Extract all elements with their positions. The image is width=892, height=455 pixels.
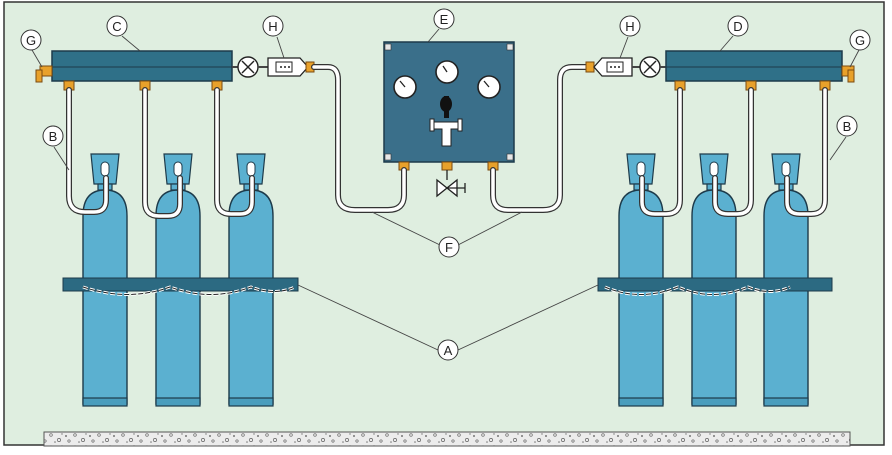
svg-text:D: D xyxy=(733,19,742,34)
label-B-right: B xyxy=(836,115,858,137)
pigtail-hoses-left xyxy=(66,87,255,219)
retaining-bar-right xyxy=(597,277,833,296)
high-pressure-hoses xyxy=(311,64,589,213)
svg-text:G: G xyxy=(26,33,36,48)
svg-text:B: B xyxy=(843,119,852,134)
svg-text:B: B xyxy=(49,129,58,144)
label-G-right: G xyxy=(849,29,871,51)
pigtail-hoses-right xyxy=(639,87,828,217)
label-B-left: B xyxy=(42,125,64,147)
svg-text:G: G xyxy=(855,33,865,48)
shutoff-valve-left xyxy=(232,56,268,78)
pressure-gauge-3 xyxy=(477,75,501,99)
label-F: F xyxy=(438,236,460,258)
shutoff-valve-right xyxy=(632,56,666,78)
outlet-valve-symbol xyxy=(436,170,466,198)
pressure-control-panel xyxy=(383,41,515,171)
svg-text:A: A xyxy=(444,343,453,358)
manifold-left xyxy=(35,50,233,91)
flow-meter-left xyxy=(267,57,315,77)
floor xyxy=(43,431,851,447)
label-E: E xyxy=(433,8,455,30)
regulator-handle xyxy=(429,96,463,147)
svg-text:C: C xyxy=(112,19,121,34)
label-A: A xyxy=(437,339,459,361)
manifold-right xyxy=(665,50,855,91)
svg-text:H: H xyxy=(625,19,634,34)
label-C: C xyxy=(106,15,128,37)
leader-lines xyxy=(31,28,860,351)
label-H-right: H xyxy=(619,15,641,37)
pressure-gauge-1 xyxy=(393,75,417,99)
label-D: D xyxy=(727,15,749,37)
svg-text:F: F xyxy=(445,240,453,255)
svg-text:E: E xyxy=(440,12,449,27)
label-H-left: H xyxy=(262,15,284,37)
pressure-gauge-2 xyxy=(435,60,459,84)
retaining-bar-left xyxy=(62,277,299,296)
svg-text:H: H xyxy=(268,19,277,34)
label-G-left: G xyxy=(20,29,42,51)
